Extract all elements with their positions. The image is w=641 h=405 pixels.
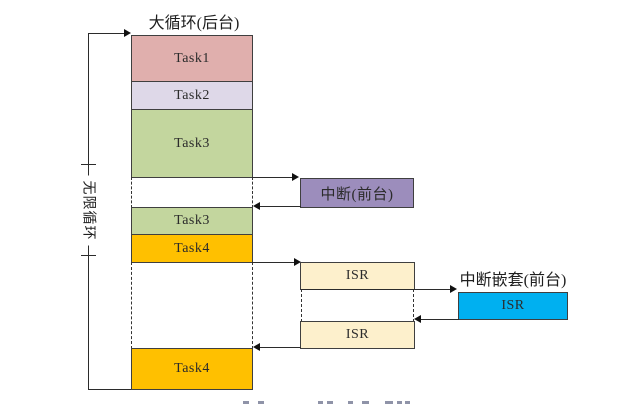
gap2-dashed-right xyxy=(252,262,253,349)
task4-label: Task4 xyxy=(174,240,210,256)
flow-line-return-from-nested-isr xyxy=(420,319,459,320)
nested-interrupt-title: 中断嵌套(前台) xyxy=(459,272,567,289)
gap1-dashed-right xyxy=(252,177,253,208)
arrowhead-right-icon xyxy=(450,285,457,293)
task1-label: Task1 xyxy=(174,50,210,66)
flow-line-return-from-interrupt xyxy=(258,206,301,207)
arrowhead-left-icon xyxy=(253,202,260,210)
task3-block-first-run: Task3 xyxy=(131,109,253,178)
task3-resume-label: Task3 xyxy=(174,213,210,228)
arrowhead-left-icon xyxy=(414,315,421,323)
loop-label-top-tick xyxy=(81,164,96,165)
flow-line-to-nested-isr xyxy=(301,289,452,290)
loop-label-bottom-tick xyxy=(81,255,96,256)
task2-label: Task2 xyxy=(174,87,210,103)
flow-line-return-from-isr2 xyxy=(258,347,301,348)
isr1-label: ISR xyxy=(345,268,370,283)
gap1-dashed-left xyxy=(131,177,132,208)
big-loop-title: 大循环(后台) xyxy=(148,15,240,32)
task1-block: Task1 xyxy=(131,35,253,82)
flow-line-to-interrupt xyxy=(252,177,294,178)
gap2-dashed-left xyxy=(131,262,132,349)
interrupt-label: 中断(前台) xyxy=(320,186,394,203)
task4-resume-label: Task4 xyxy=(174,361,210,376)
interrupt-block: 中断(前台) xyxy=(300,178,414,208)
isr2-label: ISR xyxy=(345,327,370,342)
loop-top-line xyxy=(88,33,125,34)
arrowhead-right-icon xyxy=(124,29,131,37)
task4-block-resume: Task4 xyxy=(131,348,253,390)
flow-line-to-isr1 xyxy=(252,262,296,263)
nested-isr-label: ISR xyxy=(501,298,525,313)
isr-gap-dashed-right xyxy=(413,289,414,322)
task3-block-resume: Task3 xyxy=(131,207,253,235)
loop-bottom-line xyxy=(88,389,132,390)
task3-label: Task3 xyxy=(174,135,210,151)
infinite-loop-label: 无限循环 xyxy=(79,175,97,246)
arrowhead-right-icon xyxy=(292,173,299,181)
task4-block-first-run: Task4 xyxy=(131,234,253,263)
isr2-block: ISR xyxy=(300,321,415,349)
arrowhead-right-icon xyxy=(294,258,301,266)
isr1-block: ISR xyxy=(300,262,415,290)
nested-isr-block: ISR xyxy=(458,292,568,320)
task2-block: Task2 xyxy=(131,81,253,110)
arrowhead-left-icon xyxy=(253,343,260,351)
isr-gap-dashed-left xyxy=(301,289,302,322)
